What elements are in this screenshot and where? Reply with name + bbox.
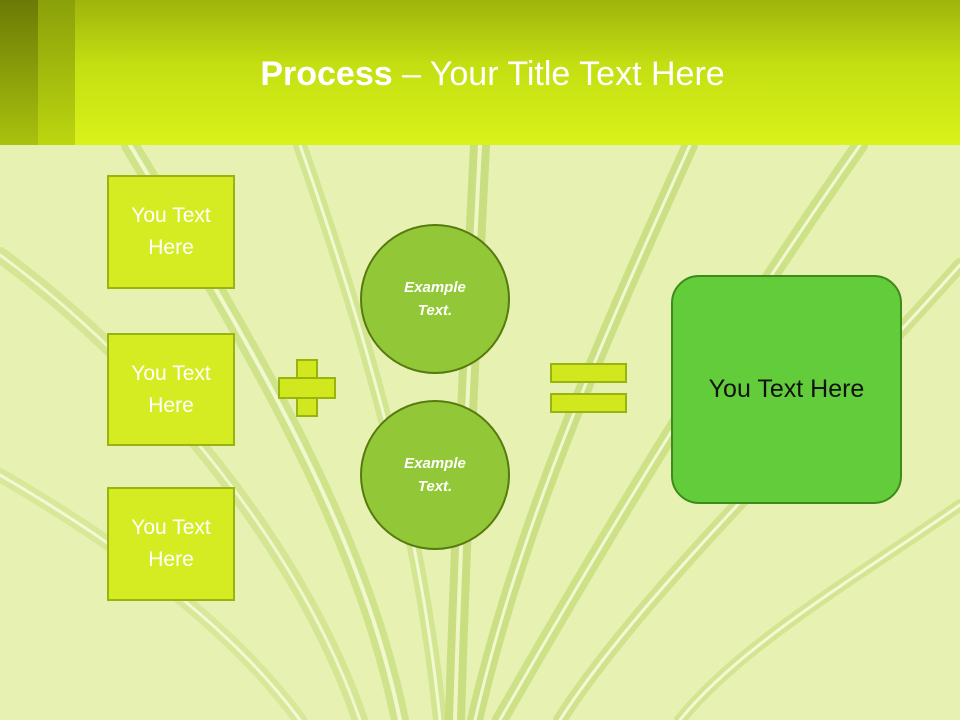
input-box-label: You Text Here [131, 516, 211, 571]
page-title: Process – Your Title Text Here [75, 52, 910, 96]
input-box-label: You Text Here [131, 204, 211, 259]
equals-top-bar [550, 363, 627, 383]
circle-label: Example Text. [404, 279, 466, 319]
example-circle-1: Example Text. [360, 224, 510, 374]
plus-center [298, 379, 316, 397]
result-label: You Text Here [708, 375, 865, 403]
title-rest: – Your Title Text Here [392, 55, 725, 93]
header-stripe-mid [38, 0, 75, 145]
title-bold: Process [260, 55, 393, 93]
equals-bottom-bar [550, 393, 627, 413]
input-box-2: You Text Here [107, 333, 235, 446]
header-stripe-dark [0, 0, 38, 145]
input-box-label: You Text Here [131, 361, 211, 417]
circle-label: Example Text. [404, 455, 466, 495]
header-band: Process – Your Title Text Here [0, 0, 960, 145]
input-box-1: You Text Here [107, 175, 235, 289]
input-box-3: You Text Here [107, 487, 235, 601]
result-box: You Text Here [671, 275, 902, 504]
example-circle-2: Example Text. [360, 400, 510, 550]
